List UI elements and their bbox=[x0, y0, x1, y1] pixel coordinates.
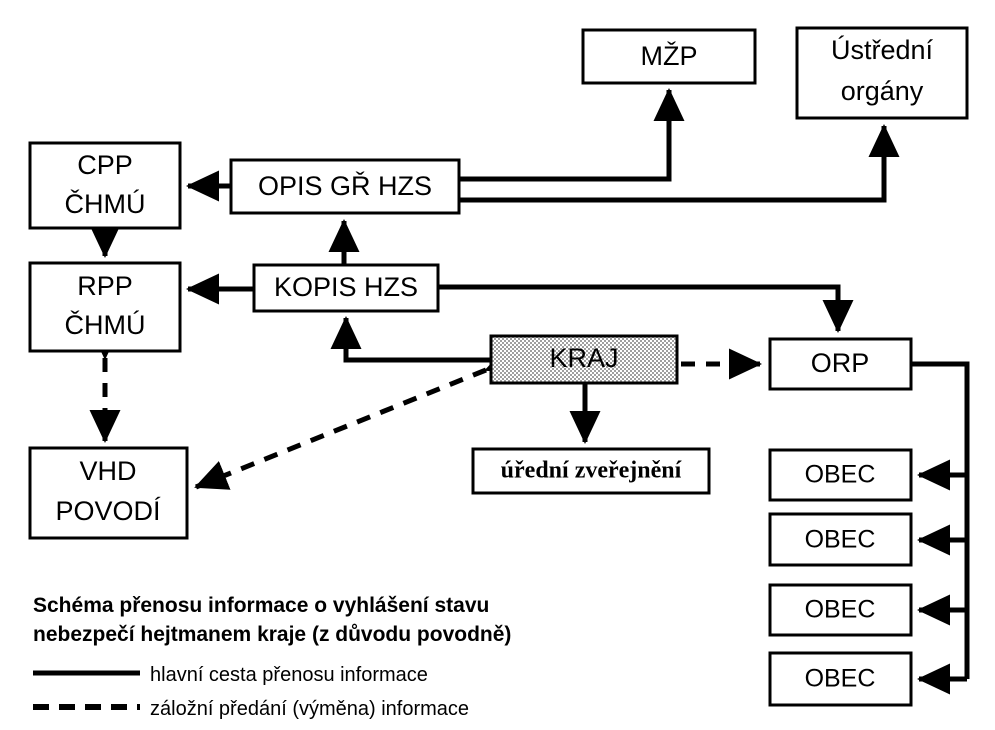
edge-opis-to-ustredni bbox=[459, 123, 900, 203]
legend-item-solid-label: hlavní cesta přenosu informace bbox=[150, 664, 428, 686]
caption-line-2: nebezpečí hejtmanem kraje (z důvodu povo… bbox=[33, 623, 511, 646]
caption: Schéma přenosu informace o vyhlášení sta… bbox=[33, 594, 511, 646]
legend-item-dashed-label: záložní předání (výměna) informace bbox=[150, 698, 469, 720]
node-cpp-chmu[interactable]: CPP ČHMÚ bbox=[28, 141, 182, 230]
node-rpp-chmu-label-line2: ČHMÚ bbox=[65, 309, 146, 340]
node-uredni-zverejneni-label: úřední zveřejnění bbox=[501, 458, 682, 484]
node-obec-4[interactable]: OBEC bbox=[768, 651, 913, 707]
node-kopis-hzs-label: KOPIS HZS bbox=[274, 272, 418, 302]
node-kraj[interactable]: KRAJ bbox=[489, 334, 679, 385]
node-obec-1[interactable]: OBEC bbox=[768, 448, 913, 502]
node-kopis-hzs[interactable]: KOPIS HZS bbox=[252, 263, 440, 313]
node-ustredni-organy-label-line2: orgány bbox=[841, 76, 924, 106]
node-vhd-povodi-label-line2: POVODÍ bbox=[55, 496, 161, 526]
node-cpp-chmu-label-line1: CPP bbox=[77, 150, 133, 180]
node-vhd-povodi[interactable]: VHD POVODÍ bbox=[28, 446, 189, 540]
node-mzp-label: MŽP bbox=[641, 40, 698, 71]
node-rpp-chmu-label-line1: RPP bbox=[77, 271, 133, 301]
node-orp[interactable]: ORP bbox=[768, 337, 913, 391]
edge-kraj-vhd-dashed-bidirectional bbox=[194, 344, 521, 490]
caption-line-1: Schéma přenosu informace o vyhlášení sta… bbox=[33, 594, 489, 617]
node-obec-3-label: OBEC bbox=[805, 596, 876, 624]
legend-item-solid: hlavní cesta přenosu informace bbox=[33, 664, 428, 686]
edge-kraj-to-kopis bbox=[330, 315, 491, 363]
node-obec-2-label: OBEC bbox=[805, 526, 876, 554]
node-obec-3[interactable]: OBEC bbox=[768, 583, 913, 637]
node-ustredni-organy[interactable]: Ústřední orgány bbox=[795, 26, 969, 120]
node-ustredni-organy-label-line1: Ústřední bbox=[831, 34, 934, 65]
legend: hlavní cesta přenosu informace záložní p… bbox=[33, 664, 469, 720]
node-vhd-povodi-label-line1: VHD bbox=[79, 456, 136, 486]
node-uredni-zverejneni[interactable]: úřední zveřejnění bbox=[471, 447, 711, 495]
node-cpp-chmu-label-line2: ČHMÚ bbox=[65, 188, 146, 219]
edge-orp-to-obec-bus bbox=[911, 361, 970, 695]
edge-kopis-to-orp bbox=[438, 284, 854, 334]
node-opis-gr-hzs[interactable]: OPIS GŘ HZS bbox=[229, 158, 461, 215]
node-kraj-label: KRAJ bbox=[549, 343, 618, 373]
node-rpp-chmu[interactable]: RPP ČHMÚ bbox=[28, 261, 182, 353]
edge-opis-to-mzp bbox=[459, 87, 685, 182]
node-obec-2[interactable]: OBEC bbox=[768, 512, 913, 567]
node-mzp[interactable]: MŽP bbox=[581, 28, 757, 85]
node-orp-label: ORP bbox=[811, 348, 870, 378]
node-obec-1-label: OBEC bbox=[805, 461, 876, 489]
legend-item-dashed: záložní předání (výměna) informace bbox=[33, 698, 469, 720]
node-obec-4-label: OBEC bbox=[805, 665, 876, 693]
node-opis-gr-hzs-label: OPIS GŘ HZS bbox=[258, 170, 432, 201]
